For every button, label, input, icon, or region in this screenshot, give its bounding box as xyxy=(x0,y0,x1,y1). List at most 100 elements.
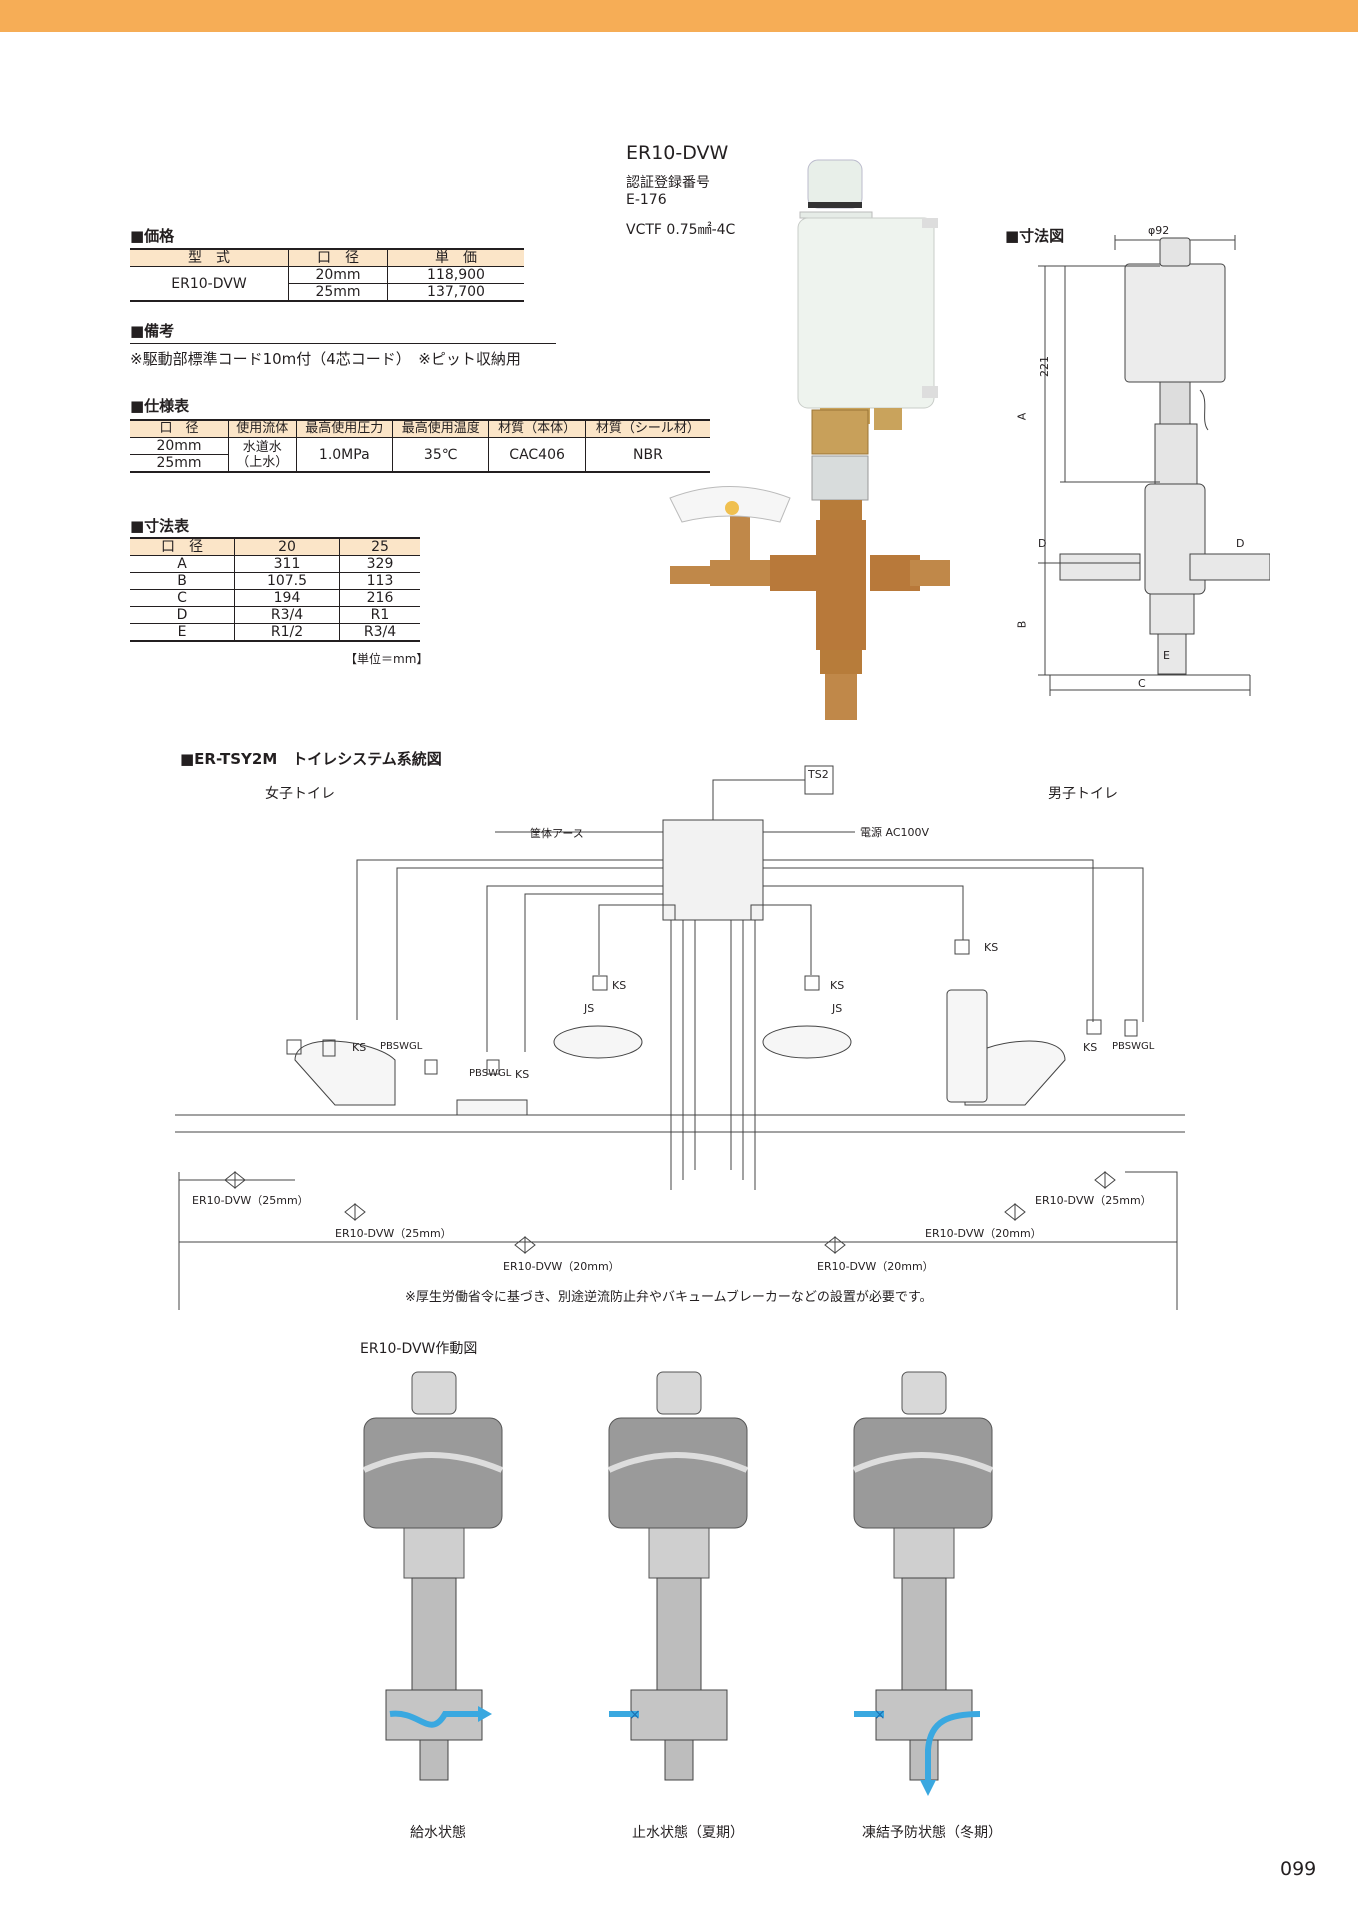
ts2-label: TS2 xyxy=(808,768,829,781)
dims-cell: E xyxy=(130,623,235,642)
operation-caption-stop: 止水状態（夏期） xyxy=(632,1825,744,1841)
dims-cell: R1 xyxy=(339,606,420,624)
valve-label: ER10-DVW（20mm） xyxy=(503,1260,620,1273)
js-label: JS xyxy=(584,1002,595,1015)
dimension-drawing xyxy=(1038,235,1270,696)
price-table: 型 式 口 径 単 価 ER10-DVW 20mm 118,900 25mm 1… xyxy=(130,248,524,302)
ks-label: KS xyxy=(984,941,999,954)
spec-table: 口 径 使用流体 最高使用圧力 最高使用温度 材質（本体） 材質（シール材） 2… xyxy=(130,419,710,473)
dims-cell: R3/4 xyxy=(339,623,420,642)
price-header: 単 価 xyxy=(387,248,524,267)
top-accent-bar xyxy=(0,0,1358,32)
spec-size: 25mm xyxy=(130,454,229,473)
cert-label: 認証登録番号 xyxy=(626,175,710,191)
price-value: 137,700 xyxy=(387,283,524,302)
remarks-rule xyxy=(130,343,556,344)
spec-seal-material: NBR xyxy=(584,437,710,473)
drawing-dim-b: B xyxy=(1015,620,1029,629)
drawing-dim-d-right: D xyxy=(1236,537,1245,550)
dims-cell: A xyxy=(130,555,235,573)
dims-heading: ■寸法表 xyxy=(130,517,190,535)
drawing-dim-e: E xyxy=(1163,649,1170,662)
dims-header: 25 xyxy=(339,537,420,556)
pbswgl-label: PBSWGL xyxy=(1112,1041,1155,1052)
product-model: ER10-DVW xyxy=(626,142,729,164)
drawing-dim-a: A xyxy=(1015,412,1029,421)
product-photo xyxy=(669,159,950,720)
spec-temp: 35℃ xyxy=(391,437,489,473)
pbswgl-label: PBSWGL xyxy=(469,1068,512,1079)
price-header: 口 径 xyxy=(288,248,388,267)
drawing-phi: φ92 xyxy=(1148,224,1170,237)
price-value: 118,900 xyxy=(387,266,524,284)
spec-pressure: 1.0MPa xyxy=(295,437,393,473)
pbswgl-label: PBSWGL xyxy=(380,1041,423,1052)
dims-cell: R3/4 xyxy=(234,606,340,624)
js-label: JS xyxy=(832,1002,843,1015)
spec-heading: ■仕様表 xyxy=(130,397,190,415)
operation-figure-antifreeze: × xyxy=(852,1371,994,1796)
valve-label: ER10-DVW（25mm） xyxy=(1035,1194,1152,1207)
dims-cell: 113 xyxy=(339,572,420,590)
dims-cell: C xyxy=(130,589,235,607)
dims-unit: 【単位＝mm】 xyxy=(345,652,429,666)
valve-label: ER10-DVW（25mm） xyxy=(335,1227,452,1240)
ks-label: KS xyxy=(352,1041,367,1054)
spec-header: 最高使用圧力 xyxy=(295,419,393,438)
price-heading: ■価格 xyxy=(130,227,175,245)
price-size: 20mm xyxy=(288,266,388,284)
system-women-label: 女子トイレ xyxy=(265,786,335,802)
ks-label: KS xyxy=(515,1068,530,1081)
spec-size: 20mm xyxy=(130,437,229,455)
ks-label: KS xyxy=(830,979,845,992)
drawing-dim-c: C xyxy=(1138,677,1146,690)
svg-text:×: × xyxy=(874,1707,886,1723)
drawing-dim-221: 221 xyxy=(1038,356,1051,377)
system-diagram xyxy=(175,765,1185,1310)
dims-header: 20 xyxy=(234,537,340,556)
operation-caption-supply: 給水状態 xyxy=(410,1825,466,1841)
valve-label: ER10-DVW（25mm） xyxy=(192,1194,309,1207)
spec-header: 口 径 xyxy=(130,419,229,438)
remarks-text: ※駆動部標準コード10m付（4芯コード） ※ピット収納用 xyxy=(130,350,521,368)
dims-cell: 107.5 xyxy=(234,572,340,590)
dims-cell: R1/2 xyxy=(234,623,340,642)
cable-spec: VCTF 0.75㎟-4C xyxy=(626,222,736,238)
drawing-heading: ■寸法図 xyxy=(1005,227,1065,245)
dims-cell: 311 xyxy=(234,555,340,573)
dims-cell: 194 xyxy=(234,589,340,607)
ground-label: 筐体アース xyxy=(530,827,584,840)
dims-header: 口 径 xyxy=(130,537,235,556)
system-heading: ■ER-TSY2M トイレシステム系統図 xyxy=(180,750,442,768)
ks-label: KS xyxy=(612,979,627,992)
spec-header: 使用流体 xyxy=(228,419,297,438)
system-men-label: 男子トイレ xyxy=(1048,786,1118,802)
operation-heading: ER10-DVW作動図 xyxy=(360,1341,478,1357)
operation-figure-supply xyxy=(362,1371,504,1781)
drawing-dim-d-left: D xyxy=(1038,537,1047,550)
spec-body-material: CAC406 xyxy=(488,437,586,473)
system-note: ※厚生労働省令に基づき、別途逆流防止弁やバキュームブレーカーなどの設置が必要です… xyxy=(405,1290,933,1305)
cert-number: E-176 xyxy=(626,192,667,208)
spec-header: 材質（本体） xyxy=(488,419,586,438)
price-header: 型 式 xyxy=(130,248,289,267)
power-label: 電源 AC100V xyxy=(860,826,930,839)
dims-cell: 329 xyxy=(339,555,420,573)
dims-cell: 216 xyxy=(339,589,420,607)
svg-text:×: × xyxy=(629,1707,641,1723)
valve-label: ER10-DVW（20mm） xyxy=(817,1260,934,1273)
price-size: 25mm xyxy=(288,283,388,302)
spec-fluid: 水道水 （上水） xyxy=(228,437,297,473)
ks-label: KS xyxy=(1083,1041,1098,1054)
valve-label: ER10-DVW（20mm） xyxy=(925,1227,1042,1240)
spec-header: 最高使用温度 xyxy=(391,419,489,438)
operation-figure-stop: × xyxy=(607,1371,749,1781)
page-number: 099 xyxy=(1280,1858,1317,1880)
price-model: ER10-DVW xyxy=(130,266,289,302)
dims-cell: B xyxy=(130,572,235,590)
dims-cell: D xyxy=(130,606,235,624)
remarks-heading: ■備考 xyxy=(130,322,175,340)
operation-caption-antifreeze: 凍結予防状態（冬期） xyxy=(862,1825,1002,1841)
spec-header: 材質（シール材） xyxy=(584,419,710,438)
